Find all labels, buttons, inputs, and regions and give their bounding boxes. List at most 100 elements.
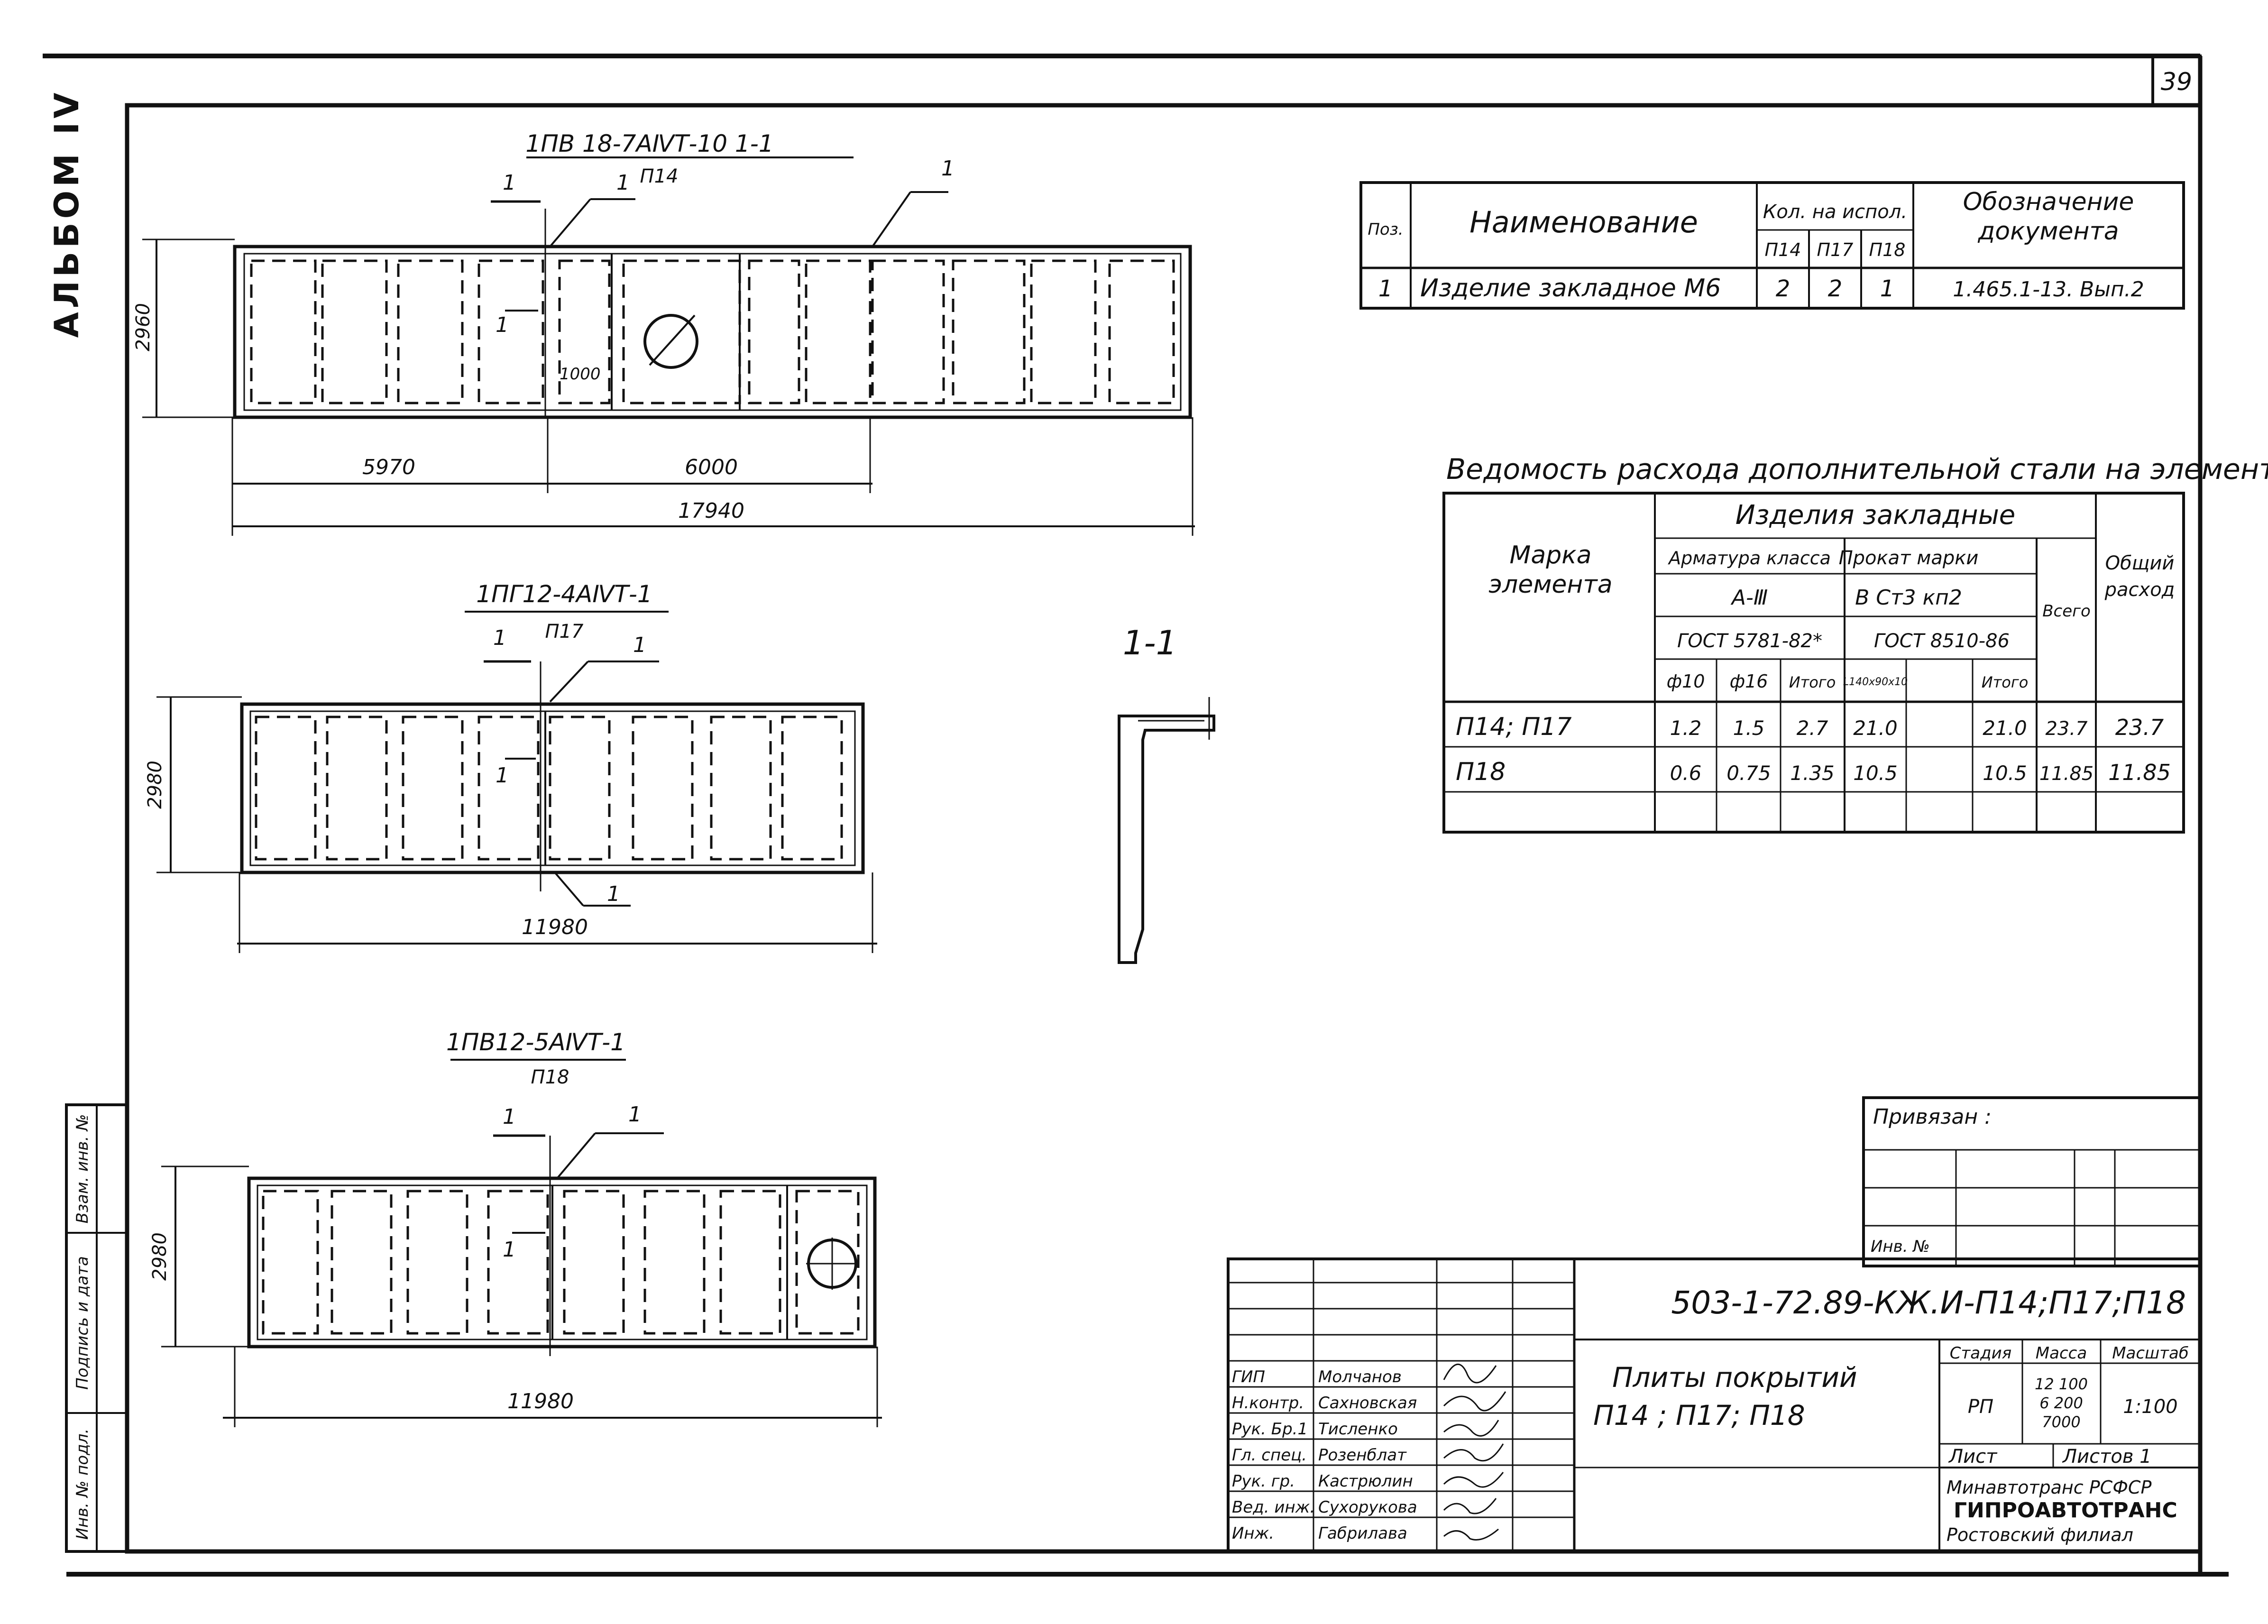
p14-opening-dim: 1000 <box>560 365 601 384</box>
steel-h-rebar-class: А-Ⅲ <box>1730 586 1768 610</box>
steel-h-mark: Марка элемента <box>1488 541 1613 599</box>
scale-value: 1:100 <box>2123 1396 2177 1418</box>
section-title: 1-1 <box>1123 624 1177 662</box>
parts-h-qty-3: П18 <box>1869 239 1906 260</box>
steel-r2-a: 0.6 <box>1670 762 1702 785</box>
doc-code: 503-1-72.89-КЖ.И-П14;П17;П18 <box>1671 1285 2186 1321</box>
org-line-3: Ростовский филиал <box>1947 1524 2133 1545</box>
p18-height-dim: 2980 <box>149 1232 171 1281</box>
steel-r2-h: 11.85 <box>2108 760 2171 785</box>
p18-mark: 1ПВ12-5АⅣТ-1 <box>446 1028 625 1056</box>
staff-4-role: Гл. спец. <box>1232 1446 1307 1465</box>
p17-mark: 1ПГ12-4АⅣТ-1 <box>476 580 652 608</box>
steel-r1-b: 1.5 <box>1733 716 1765 740</box>
staff-7-name: Габрилава <box>1318 1524 1407 1543</box>
steel-h-sub-4: L140х90х10 <box>1843 676 1908 688</box>
steel-r1-d: 21.0 <box>1853 716 1898 740</box>
steel-r2-b: 0.75 <box>1726 762 1771 785</box>
p14-section-mark-1: 1 <box>503 171 516 195</box>
staff-5-role: Рук. гр. <box>1232 1472 1295 1491</box>
strip-inv-label: Инв. № подл. <box>73 1429 92 1540</box>
p17-section-mark-3: 1 <box>496 763 509 788</box>
parts-r1-name: Изделие закладное М6 <box>1420 274 1721 303</box>
parts-table: Поз. Наименование Кол. на испол. П14 П17… <box>1359 181 2185 310</box>
title-line-1: Плиты покрытий <box>1612 1361 1857 1394</box>
mass-header: Масса <box>2036 1344 2087 1363</box>
signatures <box>1443 1364 1506 1541</box>
staff-5-name: Кастрюлин <box>1318 1472 1413 1491</box>
p17-sub: П17 <box>545 621 584 642</box>
p18-section-mark-3: 1 <box>503 1238 516 1262</box>
mass-value-3: 7000 <box>2042 1413 2080 1431</box>
parts-r1-pos: 1 <box>1378 275 1393 302</box>
p17-section-mark-4: 1 <box>607 882 620 906</box>
steel-r1-c: 2.7 <box>1797 716 1828 740</box>
parts-h-doc: Обозначение документа <box>1963 188 2134 246</box>
staff-1-name: Молчанов <box>1318 1367 1402 1386</box>
p14-mark: 1ПВ 18-7АⅣТ-10 1-1 <box>525 130 773 157</box>
p14-section-mark-3: 1 <box>496 313 509 337</box>
mass-value-2: 6 200 <box>2039 1394 2083 1412</box>
parts-h-qty: Кол. на испол. <box>1763 201 1907 223</box>
parts-h-name: Наименование <box>1469 205 1698 239</box>
p18-section-mark-2: 1 <box>628 1102 642 1127</box>
p14-section-mark-2: 1 <box>616 171 630 195</box>
section-1-1: 1-1 <box>1118 624 1215 964</box>
binding-inv: Инв. № <box>1871 1237 1930 1256</box>
title-line-2: П14 ; П17; П18 <box>1593 1399 1805 1431</box>
steel-h-sub-2: ф16 <box>1730 671 1768 692</box>
steel-r1-mark: П14; П17 <box>1456 713 1572 741</box>
staff-2-role: Н.контр. <box>1232 1394 1304 1413</box>
staff-3-role: Рук. Бр.1 <box>1232 1420 1308 1439</box>
staff-4-name: Розенблат <box>1318 1446 1407 1465</box>
steel-h-sub-3: Итого <box>1789 673 1836 691</box>
p14-dim-1: 5970 <box>362 455 415 479</box>
steel-r1-a: 1.2 <box>1670 716 1702 740</box>
steel-h-rolled-grade: В Ст3 кп2 <box>1855 586 1962 610</box>
sheet-number-box <box>2151 55 2202 107</box>
parts-r1-doc: 1.465.1-13. Вып.2 <box>1953 277 2144 302</box>
mass-value-1: 12 100 <box>2035 1375 2088 1393</box>
stage-value: РП <box>1968 1396 1993 1418</box>
steel-r2-g: 11.85 <box>2039 763 2094 785</box>
staff-3-name: Тисленко <box>1318 1420 1398 1439</box>
steel-r1-g: 23.7 <box>2045 718 2088 740</box>
album-label: АЛЬБОМ IV <box>47 89 86 338</box>
parts-h-qty-1: П14 <box>1765 239 1801 260</box>
steel-h-group: Изделия закладные <box>1735 500 2016 531</box>
plate-drawing-p18: 1ПВ12-5АⅣТ-1 П18 1 1 1 2980 <box>149 1028 882 1427</box>
steel-r2-d: 10.5 <box>1853 762 1898 785</box>
org-line-1: Минавтотранс РСФСР <box>1947 1477 2151 1498</box>
binding-stamp: Привязан : Инв. № <box>1862 1096 2202 1267</box>
sheet-number: 39 <box>2161 68 2192 96</box>
staff-6-role: Вед. инж. <box>1232 1498 1315 1517</box>
title-block: ГИП Молчанов Н.контр. Сахновская Рук. Бр… <box>1227 1257 2202 1553</box>
p17-total-dim: 11980 <box>522 915 588 939</box>
steel-h-sub-6: Итого <box>1982 673 2029 691</box>
binding-label: Привязан : <box>1873 1105 1992 1129</box>
strip-replace-label: Взам. инв. № <box>73 1114 92 1224</box>
p17-height-dim: 2980 <box>144 761 166 809</box>
steel-h-total: Всего <box>2042 602 2091 621</box>
steel-r1-h: 23.7 <box>2115 715 2164 740</box>
staff-2-name: Сахновская <box>1318 1394 1417 1413</box>
steel-table: Ведомость расхода дополнительной стали н… <box>1442 453 2268 834</box>
steel-r2-f: 10.5 <box>1983 762 2027 785</box>
p14-dim-2: 6000 <box>685 455 738 479</box>
p18-sub: П18 <box>531 1066 569 1088</box>
strip-sign-label: Подпись и дата <box>73 1256 92 1390</box>
p14-sub: П14 <box>640 165 679 187</box>
stage-header: Стадия <box>1950 1344 2011 1363</box>
steel-r1-f: 21.0 <box>1983 716 2027 740</box>
p17-section-mark-2: 1 <box>633 633 646 657</box>
steel-h-rolled-gost: ГОСТ 8510-86 <box>1874 630 2010 652</box>
p17-section-mark-1: 1 <box>493 626 506 650</box>
staff-1-role: ГИП <box>1232 1367 1265 1386</box>
p14-section-mark-4: 1 <box>941 156 955 181</box>
p14-total-dim: 17940 <box>678 499 744 523</box>
parts-r1-q3: 1 <box>1880 275 1895 302</box>
scale-header: Масштаб <box>2112 1344 2189 1363</box>
plate-drawing-p17: 1ПГ12-4АⅣТ-1 П17 1 1 1 1 2980 <box>144 580 877 953</box>
steel-h-rebar: Арматура класса <box>1667 548 1831 569</box>
